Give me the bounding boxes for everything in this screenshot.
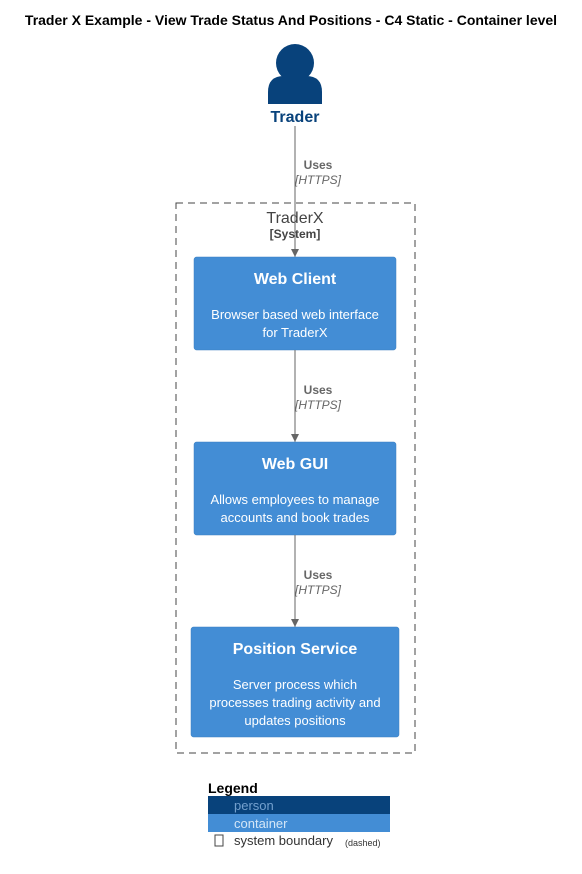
legend-note: (dashed) [345, 838, 381, 848]
person-trader[interactable]: Trader [268, 44, 322, 126]
container-name: Web Client [254, 271, 337, 288]
relationship-trader-to-web-client[interactable]: Uses [HTTPS] [291, 126, 342, 257]
container-description-line: Server process which [233, 677, 357, 692]
container-position-service[interactable]: Position Service Server process which pr… [190, 626, 400, 738]
container-description-line: Browser based web interface [211, 307, 379, 322]
relationship-web-gui-to-position-service[interactable]: Uses [HTTPS] [291, 535, 342, 627]
relationship-label: Uses [304, 158, 333, 172]
legend-item-system-boundary: system boundary (dashed) [214, 833, 381, 848]
relationship-technology: [HTTPS] [294, 173, 342, 187]
relationship-technology: [HTTPS] [294, 398, 342, 412]
legend-title: Legend [208, 780, 258, 796]
container-box [190, 626, 400, 738]
relationship-label: Uses [304, 568, 333, 582]
container-name: Position Service [233, 641, 358, 658]
legend-label: system boundary [234, 833, 333, 848]
person-icon-head [276, 44, 314, 82]
legend-label: person [234, 798, 274, 813]
person-icon [268, 44, 322, 104]
container-description-line: processes trading activity and [209, 695, 380, 710]
relationship-technology: [HTTPS] [294, 583, 342, 597]
legend-swatch-boundary-icon [214, 834, 224, 847]
person-icon-body [268, 76, 322, 104]
container-description-line: updates positions [244, 713, 346, 728]
legend-item-container: container [208, 814, 390, 832]
container-description-line: Allows employees to manage [210, 492, 379, 507]
container-description-line: accounts and book trades [221, 510, 370, 525]
container-web-client[interactable]: Web Client Browser based web interface f… [193, 256, 397, 351]
legend-swatch-person [208, 796, 390, 814]
legend-item-person: person [208, 796, 390, 814]
container-description-line: for TraderX [262, 325, 327, 340]
legend-swatch-container [208, 814, 390, 832]
container-name: Web GUI [262, 456, 328, 473]
diagram-title: Trader X Example - View Trade Status And… [25, 12, 557, 28]
person-name: Trader [271, 109, 320, 126]
legend: Legend person container system boundary … [208, 780, 390, 848]
boundary-frame [175, 202, 416, 754]
legend-label: container [234, 816, 288, 831]
container-web-gui[interactable]: Web GUI Allows employees to manage accou… [193, 441, 397, 536]
relationship-web-client-to-web-gui[interactable]: Uses [HTTPS] [291, 350, 342, 442]
relationship-label: Uses [304, 383, 333, 397]
